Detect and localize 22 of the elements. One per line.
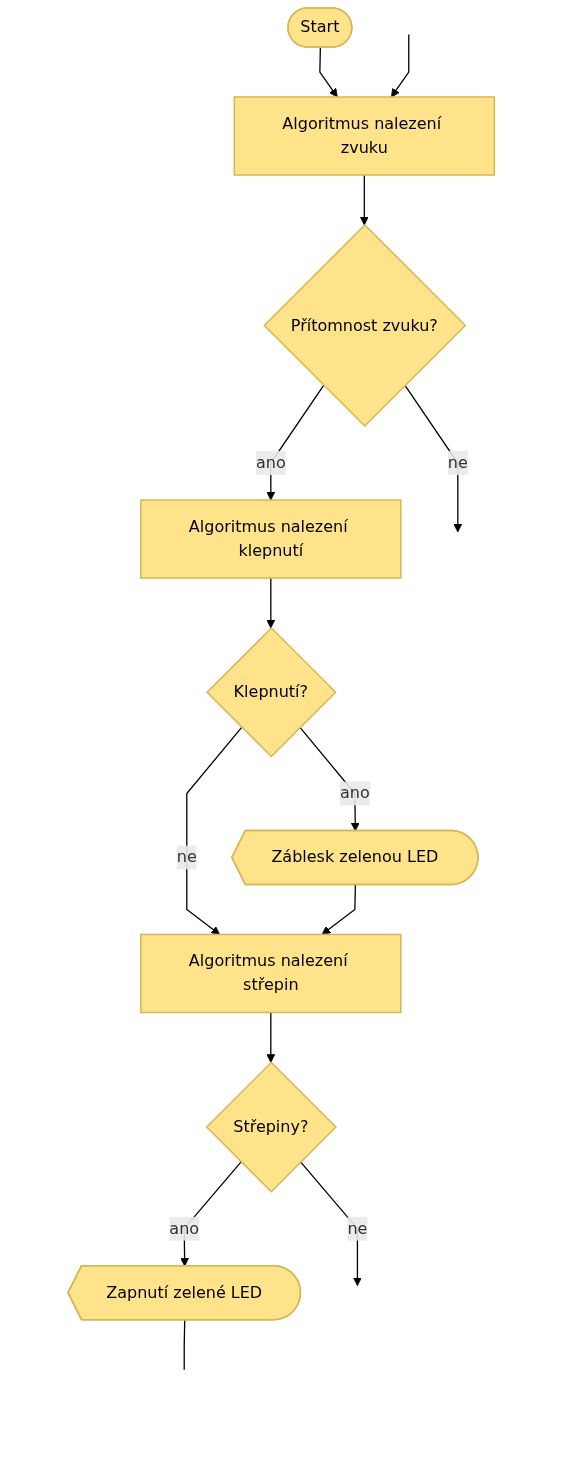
arrow	[390, 33, 410, 98]
edge-label: ne	[447, 453, 468, 473]
edge-label: ne	[176, 847, 197, 867]
arrow	[186, 726, 243, 935]
edge-label: ano	[169, 1218, 199, 1238]
edge-label: ano	[339, 783, 370, 803]
node-box: Algoritmus nalezení zvuku	[233, 96, 495, 176]
connector	[183, 1319, 186, 1371]
node-diamond: Přítomnost zvuku?	[263, 223, 467, 428]
arrow	[359, 174, 369, 226]
node-box: Algoritmus nalezení klepnutí	[139, 499, 402, 579]
node-diamond: Klepnutí?	[205, 627, 337, 758]
arrow	[404, 384, 463, 533]
node-diamond: Střepiny?	[205, 1061, 337, 1193]
arrow	[321, 884, 356, 935]
arrow	[319, 46, 338, 98]
arrow	[266, 1011, 276, 1063]
node-box: Algoritmus nalezení střepin	[139, 933, 402, 1014]
edge-label: ano	[255, 453, 286, 473]
arrow	[266, 577, 276, 629]
arrow	[299, 1161, 362, 1287]
edge-label: ne	[347, 1218, 368, 1238]
